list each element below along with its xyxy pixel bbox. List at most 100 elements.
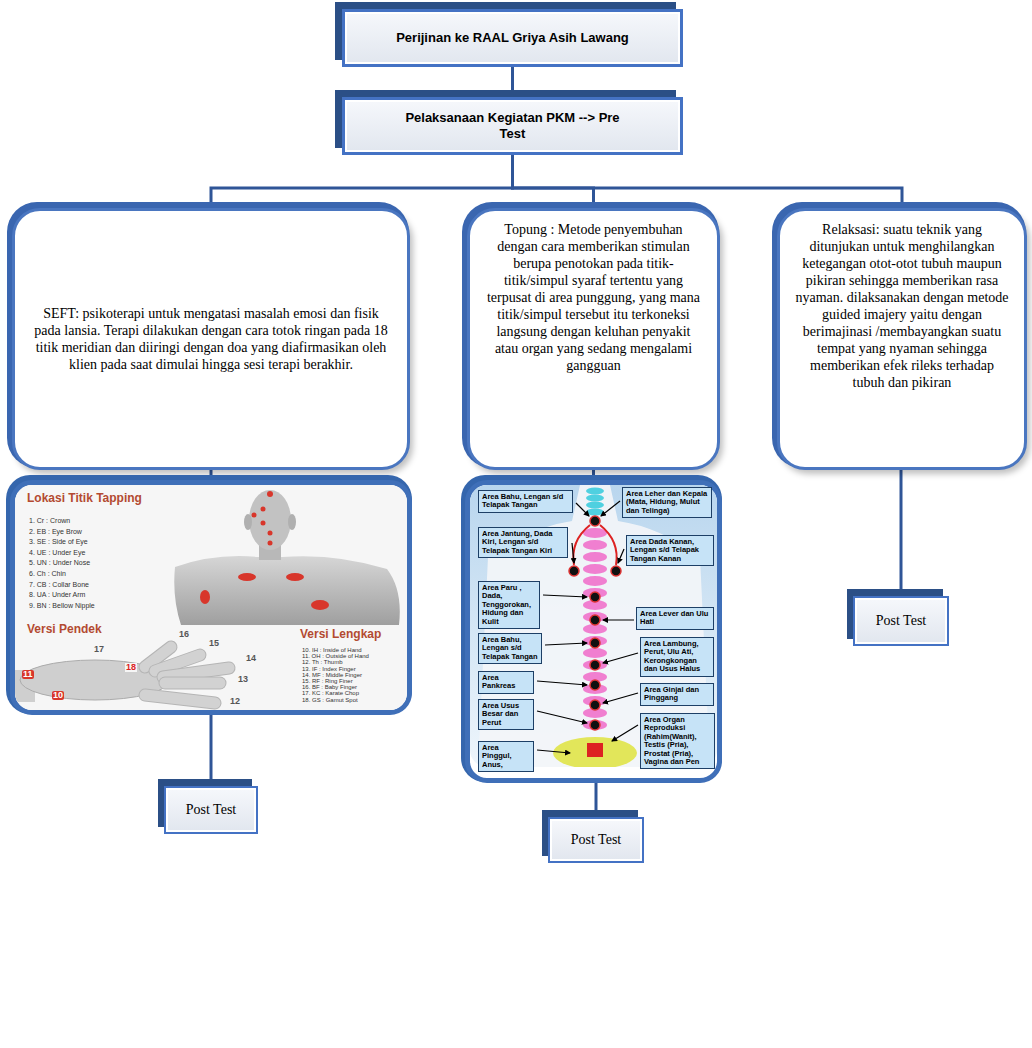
illustration-group — [15, 485, 407, 710]
area-label: Area Pankreas — [482, 674, 530, 691]
list-item: 7. CB : Collar Bone — [29, 581, 89, 589]
method-text: Relaksasi: suatu teknik yang ditunjukan … — [794, 221, 1010, 391]
area-label-box: Area Bahu, Lengan s/d Telapak Tangan — [478, 490, 573, 513]
callout-number: 17 — [93, 645, 105, 654]
list-item: 18. GS : Gamut Spot — [302, 697, 358, 703]
torso-shape — [174, 556, 400, 625]
neck-vertebra — [586, 488, 604, 495]
post-test-label: Post Test — [186, 802, 237, 819]
area-label: Area Pinggul, Anus, — [482, 744, 530, 769]
list-item: 1. Cr : Crown — [29, 517, 70, 525]
area-label: Area Lambung, Perut, Ulu Ati, Kerongkong… — [644, 640, 710, 674]
finger-outline — [165, 677, 220, 690]
tapping-point — [268, 531, 273, 536]
method-text: Topung : Metode penyembuhan dengan cara … — [484, 221, 703, 374]
list-item: 12. Th : Thumb — [302, 659, 342, 665]
nerve-point — [611, 566, 621, 576]
step-box: Pelaksanaan Kegiatan PKM --> Pre Test — [345, 100, 680, 152]
method-box: Topung : Metode penyembuhan dengan cara … — [467, 208, 720, 470]
vertebra — [583, 720, 607, 730]
area-label-box: Area Lever dan Ulu Hati — [636, 607, 714, 630]
tapping-point — [252, 513, 257, 518]
neck-vertebra — [586, 502, 604, 509]
vertebra — [583, 648, 607, 658]
area-label-box: Area Ginjal dan Pinggang — [640, 683, 714, 706]
post-test-box: Post Test — [166, 788, 256, 832]
nerve-point — [590, 592, 600, 602]
leader-line — [618, 549, 624, 563]
connector-line — [210, 715, 213, 788]
connector-line — [511, 64, 514, 100]
legend-title: Lokasi Titik Tapping — [27, 492, 142, 506]
list-item: 15. RF : Ring Finer — [302, 678, 353, 684]
connector-line — [900, 470, 903, 598]
nerve-point — [590, 720, 600, 730]
connector-line — [210, 470, 213, 480]
illustration-frame: Area Bahu, Lengan s/d Telapak TanganArea… — [465, 480, 722, 783]
leader-line — [603, 619, 634, 620]
area-label-box: Area Pinggul, Anus, — [478, 741, 534, 772]
head-shape — [249, 490, 291, 550]
area-label: Area Ginjal dan Pinggang — [644, 686, 710, 703]
nerve-point — [590, 680, 600, 690]
vertebra — [583, 540, 607, 550]
illustration-frame: Lokasi Titik Tapping 1. Cr : Crown 2. EB :… — [10, 480, 412, 715]
callout-number: 13 — [237, 675, 249, 684]
area-label-box: Area Lambung, Perut, Ulu Ati, Kerongkong… — [640, 637, 714, 677]
nerve-point — [569, 566, 579, 576]
post-test-box: Post Test — [855, 598, 947, 644]
leader-line — [543, 595, 587, 597]
legend-title: Versi Lengkap — [300, 628, 381, 642]
post-test-label: Post Test — [876, 613, 927, 630]
area-label: Area Jantung, Dada Kiri, Lengan s/d Tela… — [482, 530, 564, 555]
area-label: Area Leher dan Kepala (Mata, Hidung, Mul… — [626, 490, 708, 515]
tapping-point — [261, 521, 266, 526]
connector-line — [513, 152, 903, 208]
tapping-point — [200, 590, 210, 604]
ear-shape — [288, 514, 296, 530]
list-item: 13. IF : Index Finger — [302, 666, 356, 672]
vertebra — [583, 576, 607, 586]
tapping-point — [267, 491, 273, 497]
callout-number: 18 — [125, 663, 137, 672]
area-label: Area Bahu, Lengan s/d Telapak Tangan — [482, 493, 569, 510]
nerve-point — [590, 638, 600, 648]
list-item: 4. UE : Under Eye — [29, 549, 85, 557]
nerve-arc — [600, 525, 617, 565]
nerve-point — [590, 516, 600, 526]
callout-number: 14 — [245, 654, 257, 663]
list-item: 8. UA : Under Arm — [29, 591, 85, 599]
area-label: Area Lever dan Ulu Hati — [640, 610, 710, 627]
leader-line — [603, 653, 638, 663]
leader-line — [601, 501, 620, 516]
pelvis-mark — [587, 743, 603, 757]
step-text: Pelaksanaan Kegiatan PKM --> Pre Test — [393, 110, 632, 141]
area-label-box: Area Pankreas — [478, 671, 534, 694]
connector-line — [592, 470, 595, 480]
nerve-point — [590, 700, 600, 710]
nerve-point — [590, 615, 600, 625]
illustration-group — [470, 485, 717, 767]
tapping-point — [268, 541, 273, 546]
leader-line — [537, 681, 587, 685]
leader-line — [603, 693, 638, 703]
finger-shape — [163, 668, 229, 677]
area-label: Area Paru , Dada, Tenggorokan, Hidung da… — [482, 584, 536, 626]
connector-line — [513, 152, 594, 208]
step-box: Perijinan ke RAAL Griya Asih Lawang — [345, 12, 680, 64]
leader-line — [612, 725, 638, 741]
area-label-box: Area Jantung, Dada Kiri, Lengan s/d Tela… — [478, 527, 568, 558]
callout-number: 11 — [22, 670, 34, 679]
callout-number: 10 — [52, 691, 64, 700]
area-label-box: Area Dada Kanan, Lengan s/d Telapak Tang… — [626, 535, 714, 566]
list-item: 14. MF : Middle Finger — [302, 672, 362, 678]
list-item: 3. SE : Side of Eye — [29, 538, 88, 546]
illustration-ground — [470, 485, 717, 767]
area-label: Area Bahu, Lengan s/d Telapak Tangan — [482, 636, 538, 661]
leader-line — [545, 643, 587, 645]
list-item: 2. EB : Eye Brow — [29, 528, 82, 536]
tapping-point — [286, 573, 304, 581]
vertebra — [583, 552, 607, 562]
area-label-box: Area Paru , Dada, Tenggorokan, Hidung da… — [478, 581, 540, 629]
